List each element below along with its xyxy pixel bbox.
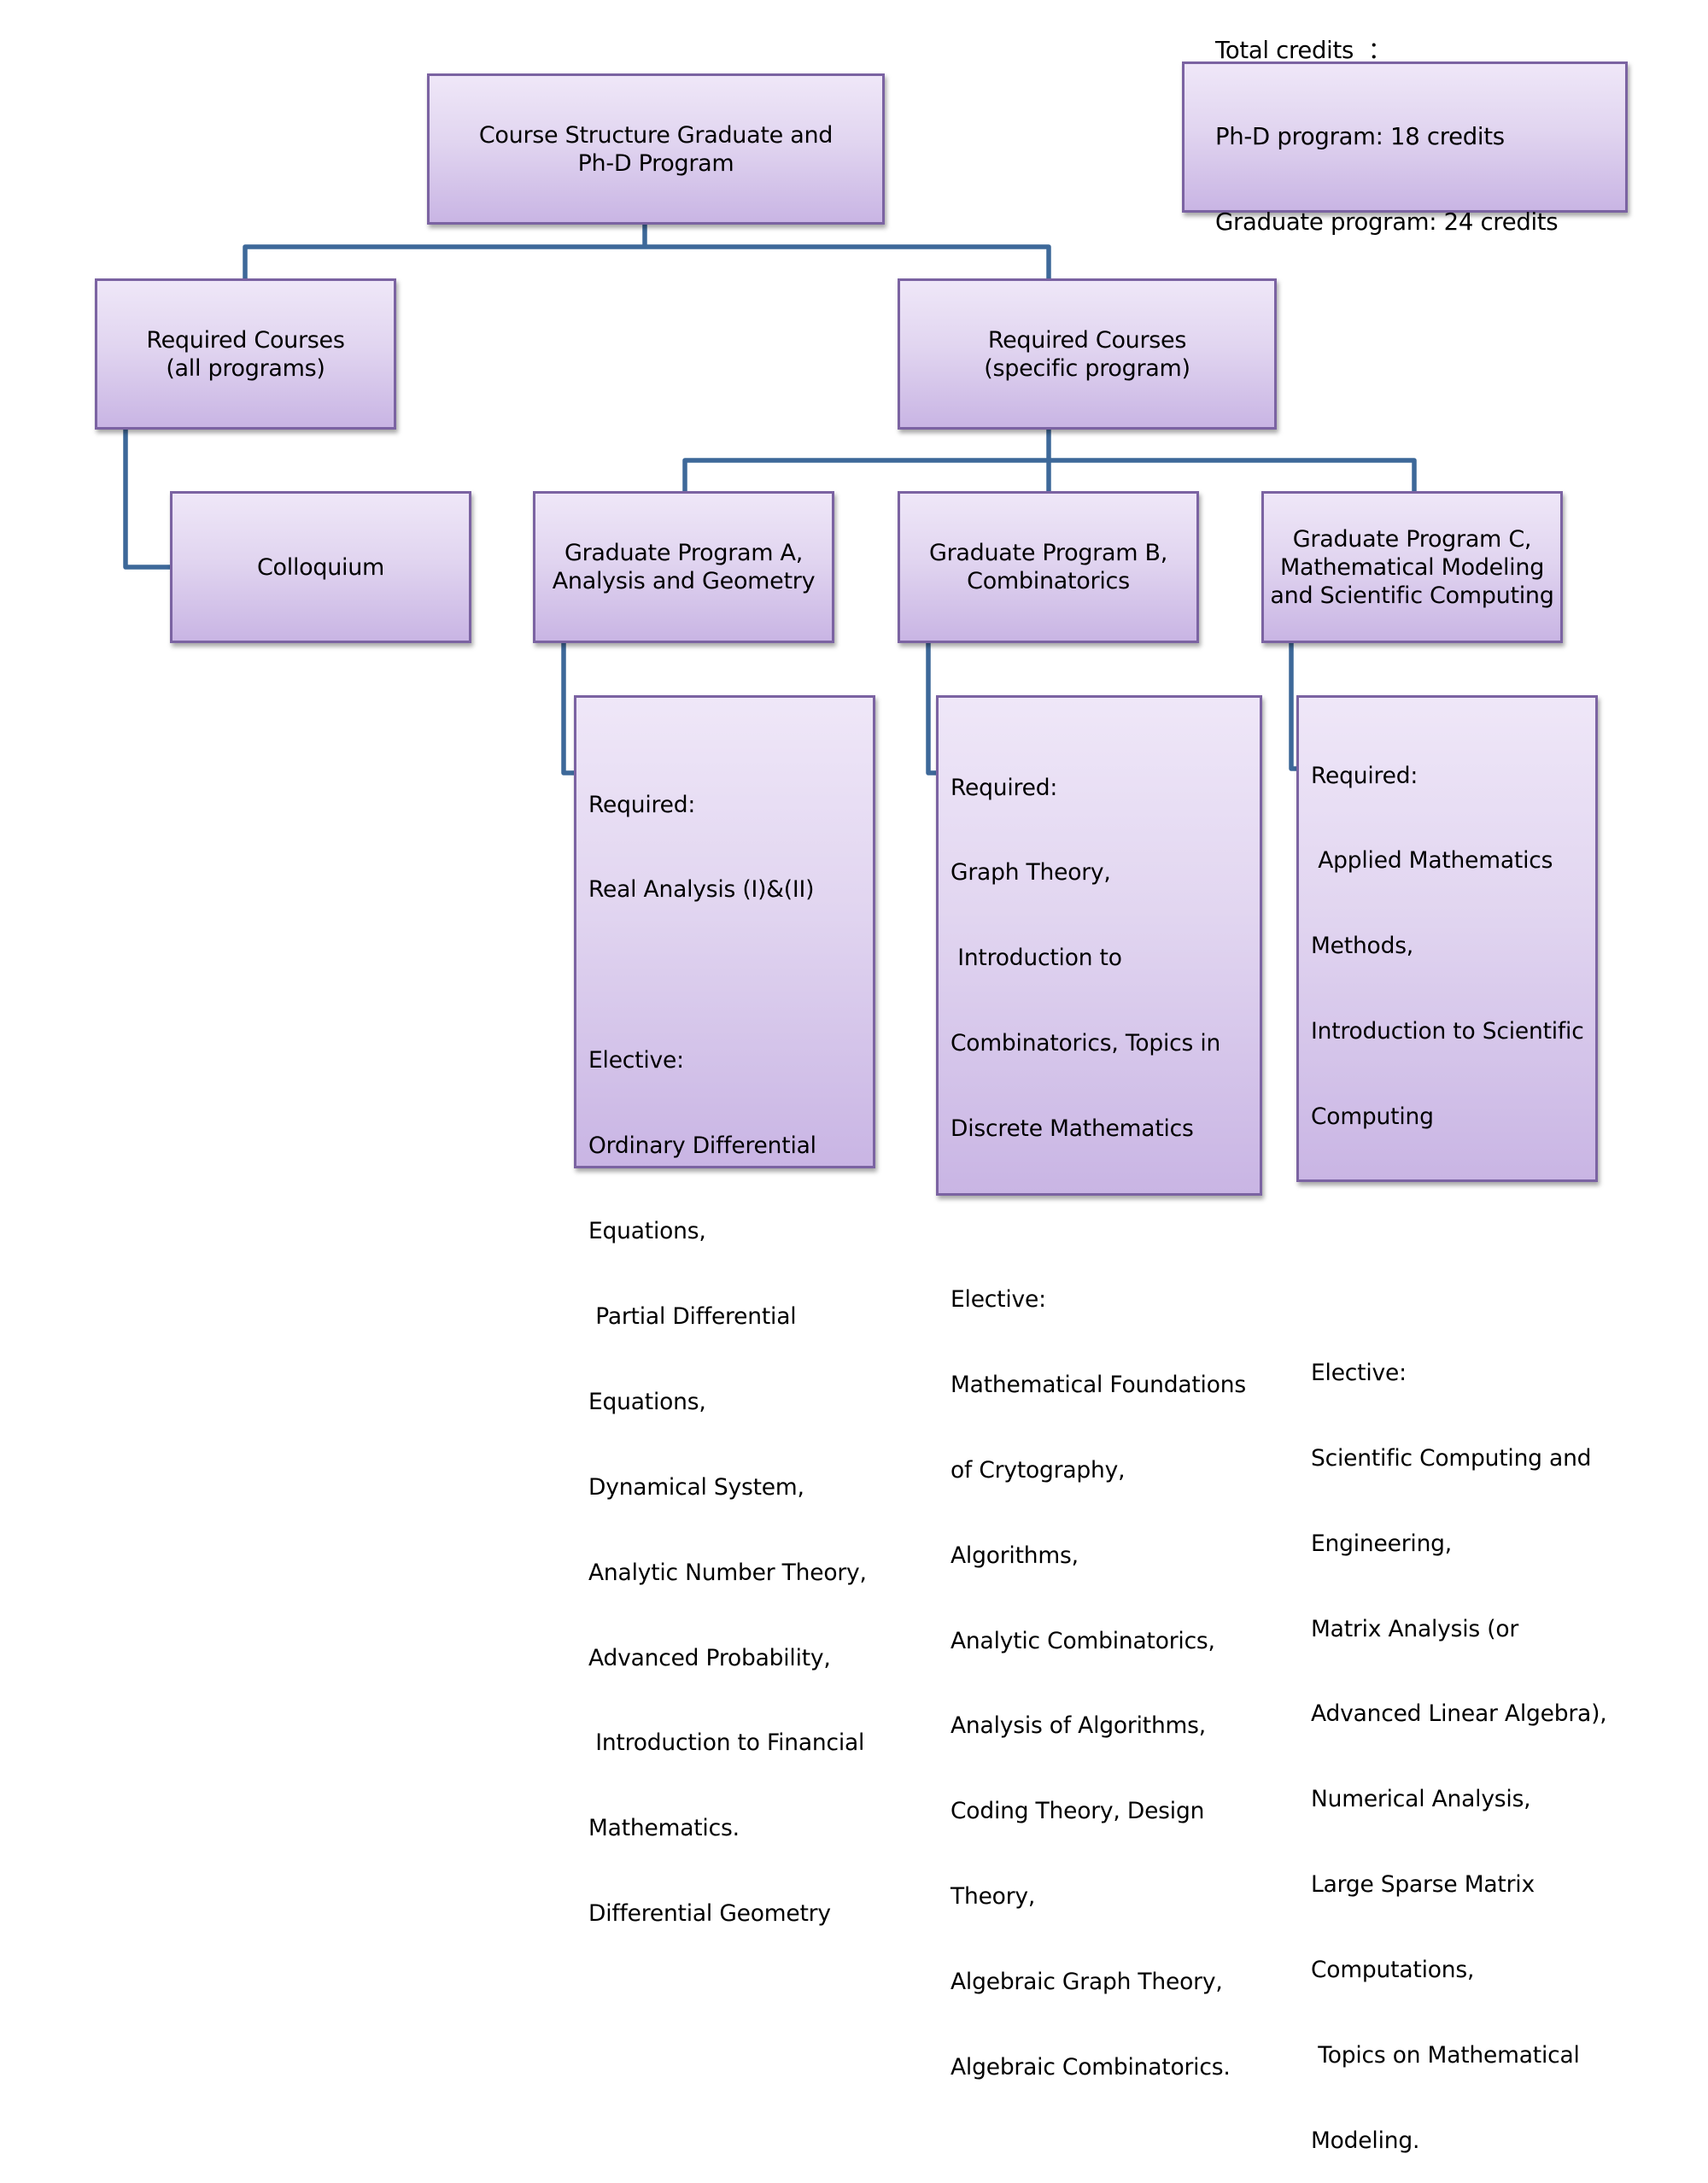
program-a-elective-course: Advanced Probability, bbox=[588, 1644, 831, 1671]
spacer bbox=[1311, 1273, 1590, 1302]
root-node-label: Course Structure Graduate and Ph-D Progr… bbox=[478, 121, 834, 177]
program-b-elective-course: of Crytography, bbox=[951, 1456, 1126, 1484]
required-courses-all-programs-node: Required Courses (all programs) bbox=[95, 278, 396, 430]
program-b-elective-course: Theory, bbox=[951, 1883, 1036, 1911]
program-b-required-heading: Required: bbox=[951, 774, 1058, 801]
spacer bbox=[1311, 1188, 1590, 1216]
program-c-elective-course: Advanced Linear Algebra), bbox=[1311, 1700, 1607, 1728]
program-b-elective-course: Algebraic Graph Theory, bbox=[951, 1969, 1223, 1996]
phd-credits: Ph-D program: 18 credits bbox=[1215, 122, 1505, 150]
program-c-elective-course: Computations, bbox=[1311, 1957, 1475, 1984]
program-a-elective-course: Equations, bbox=[588, 1218, 706, 1245]
program-c-required-course: Applied Mathematics bbox=[1311, 847, 1553, 875]
graduate-program-b-label: Graduate Program B, Combinatorics bbox=[928, 540, 1168, 594]
colloquium-node: Colloquium bbox=[170, 491, 471, 643]
graduate-program-b-node: Graduate Program B, Combinatorics bbox=[898, 491, 1199, 643]
program-a-elective-course: Equations, bbox=[588, 1388, 706, 1415]
program-c-required-course: Computing bbox=[1311, 1103, 1434, 1131]
graduate-program-c-label: Graduate Program C, Mathematical Modelin… bbox=[1270, 525, 1554, 609]
required-courses-specific-program-node: Required Courses (specific program) bbox=[898, 278, 1277, 430]
program-b-elective-course: Analytic Combinatorics, bbox=[951, 1627, 1215, 1654]
program-c-elective-course: Numerical Analysis, bbox=[1311, 1786, 1531, 1813]
spacer bbox=[951, 1200, 1255, 1228]
program-b-elective-course: Analysis of Algorithms, bbox=[951, 1712, 1206, 1740]
required-courses-specific-program-label: Required Courses (specific program) bbox=[984, 326, 1190, 382]
program-c-required-heading: Required: bbox=[1311, 762, 1418, 789]
program-a-required-heading: Required: bbox=[588, 791, 696, 818]
program-a-elective-course: Partial Differential bbox=[588, 1302, 797, 1330]
total-credits-text: Total credits ： Ph-D program: 18 credits… bbox=[1215, 0, 1559, 295]
graduate-program-c-node: Graduate Program C, Mathematical Modelin… bbox=[1261, 491, 1563, 643]
program-c-elective-heading: Elective: bbox=[1311, 1359, 1407, 1386]
program-c-elective-course: Scientific Computing and bbox=[1311, 1444, 1592, 1472]
spacer bbox=[588, 961, 868, 989]
program-c-elective-course: Modeling. bbox=[1311, 2127, 1420, 2154]
total-credits-heading: Total credits ： bbox=[1215, 37, 1392, 65]
program-b-required-course: Discrete Mathematics bbox=[951, 1115, 1194, 1143]
graduate-program-a-node: Graduate Program A, Analysis and Geometr… bbox=[533, 491, 834, 643]
program-a-elective-course: Differential Geometry bbox=[588, 1900, 831, 1928]
connector-program-a-to-details bbox=[561, 642, 574, 775]
program-b-required-course: Graph Theory, bbox=[951, 859, 1111, 887]
program-c-details-box: Required: Applied Mathematics Methods, I… bbox=[1296, 695, 1607, 2154]
graduate-program-a-label: Graduate Program A, Analysis and Geometr… bbox=[552, 540, 816, 594]
program-a-elective-course: Mathematics. bbox=[588, 1815, 740, 1842]
program-a-elective-heading: Elective: bbox=[588, 1047, 684, 1074]
program-a-elective-course: Analytic Number Theory, bbox=[588, 1559, 867, 1586]
program-b-details-box: Required: Graph Theory, Introduction to … bbox=[936, 695, 1262, 2081]
program-c-elective-course: Engineering, bbox=[1311, 1530, 1453, 1557]
connector-program-b-to-details bbox=[926, 642, 936, 775]
program-b-required-course: Combinatorics, Topics in bbox=[951, 1030, 1221, 1057]
connector-specific-to-programs bbox=[682, 429, 1417, 491]
program-b-elective-course: Algebraic Combinatorics. bbox=[951, 2053, 1231, 2081]
program-c-elective-course: Matrix Analysis (or bbox=[1311, 1615, 1519, 1642]
program-a-details-box: Required: Real Analysis (I)&(II) Electiv… bbox=[574, 695, 875, 1927]
program-c-required-course: Methods, bbox=[1311, 933, 1414, 960]
program-b-elective-heading: Elective: bbox=[951, 1285, 1046, 1313]
total-credits-box: Total credits ： Ph-D program: 18 credits… bbox=[1182, 37, 1628, 236]
program-a-elective-course: Dynamical System, bbox=[588, 1473, 804, 1501]
program-a-elective-course: Ordinary Differential bbox=[588, 1132, 816, 1160]
program-c-required-course: Introduction to Scientific bbox=[1311, 1018, 1584, 1045]
graduate-credits: Graduate program: 24 credits bbox=[1215, 208, 1559, 237]
colloquium-label: Colloquium bbox=[256, 553, 385, 581]
program-b-elective-course: Mathematical Foundations bbox=[951, 1371, 1246, 1398]
program-c-elective-course: Large Sparse Matrix bbox=[1311, 1871, 1535, 1899]
program-b-elective-course: Algorithms, bbox=[951, 1542, 1079, 1569]
connector-root-to-level1 bbox=[243, 224, 1051, 278]
connector-all-programs-to-colloquium bbox=[123, 429, 170, 570]
program-c-elective-course: Topics on Mathematical bbox=[1311, 2041, 1580, 2069]
root-node: Course Structure Graduate and Ph-D Progr… bbox=[427, 73, 885, 225]
program-a-required-course: Real Analysis (I)&(II) bbox=[588, 876, 815, 904]
program-a-elective-course: Introduction to Financial bbox=[588, 1729, 865, 1757]
program-b-required-course: Introduction to bbox=[951, 945, 1122, 972]
program-b-elective-course: Coding Theory, Design bbox=[951, 1798, 1205, 1825]
required-courses-all-programs-label: Required Courses (all programs) bbox=[146, 326, 345, 382]
